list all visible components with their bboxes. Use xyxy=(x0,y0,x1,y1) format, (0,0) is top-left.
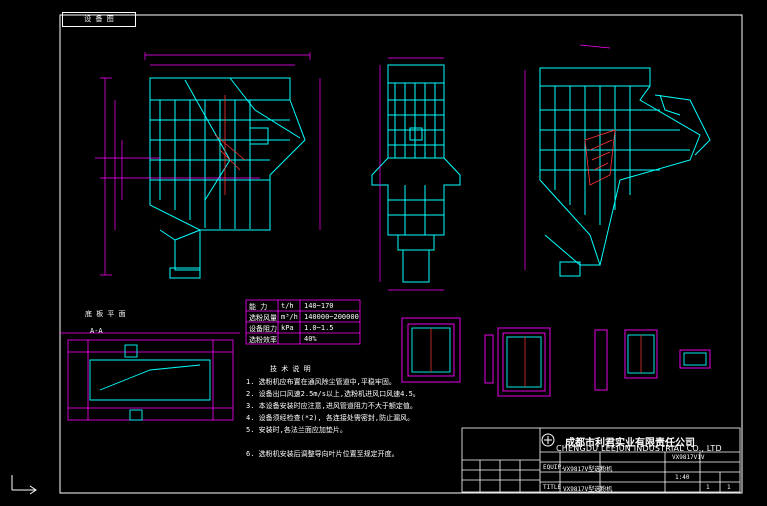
spec-name: 选粉风量 xyxy=(249,314,277,322)
side-view xyxy=(371,64,461,283)
title-value: VX9817V型选粉机 xyxy=(563,486,613,493)
company-logo xyxy=(541,433,555,447)
front-view xyxy=(149,77,306,279)
iso-view-hatch xyxy=(584,129,616,186)
spec-name: 设备阻力 xyxy=(249,325,277,333)
spec-name: 能 力 xyxy=(249,303,268,311)
spec-value: 1.0~1.5 xyxy=(304,324,334,332)
detail-views xyxy=(401,317,711,397)
title-block-grid xyxy=(461,427,741,493)
equip-value: VX9817V型选粉机 xyxy=(563,466,613,473)
spec-unit: kPa xyxy=(281,324,294,332)
ucs-icon xyxy=(11,475,37,495)
spec-table-grid xyxy=(245,299,361,345)
drawing-tag-box: 设 备 图 xyxy=(62,12,136,27)
detail-views-red xyxy=(430,328,642,387)
spec-value: 140000~200000 xyxy=(304,313,359,321)
spec-unit: t/h xyxy=(281,302,294,310)
section-aa-inner xyxy=(89,344,211,421)
sheet-border xyxy=(59,14,743,494)
front-view-red-axis xyxy=(214,95,246,195)
note-line: 6. 选粉机安装后调整导向叶片位置至规定开度。 xyxy=(246,450,399,458)
section-subtitle: 底 板 平 面 xyxy=(85,310,126,318)
notes-title: 技 术 说 明 xyxy=(270,365,311,373)
note-line: 5. 安装时,各法兰面应加垫片。 xyxy=(246,426,347,434)
front-view-dims xyxy=(95,52,321,276)
spec-value: 40% xyxy=(304,335,317,343)
sheet-total: 1 xyxy=(727,484,731,491)
iso-view-dims xyxy=(524,44,611,270)
equip-label: EQUIP. xyxy=(543,464,565,471)
spec-unit: m³/h xyxy=(281,313,298,321)
drawing-number: VX9817V1V xyxy=(672,454,705,461)
sheet-number: 1 xyxy=(706,484,710,491)
scale-value: 1:40 xyxy=(675,474,690,481)
section-label: A-A xyxy=(90,327,103,335)
detail-views-cyan xyxy=(411,327,707,388)
side-view-dims xyxy=(379,57,444,291)
company-name-cn: 成都市利君实业有限责任公司 xyxy=(565,438,695,449)
note-line: 2. 设备出口风速2.5m/s以上,选粉机进风口风速4.5。 xyxy=(246,390,420,398)
title-label: TITLE xyxy=(543,484,562,491)
note-line: 4. 设备须经检查(*2), 各连接处需密封,防止漏风。 xyxy=(246,414,415,422)
note-line: 1. 选粉机应布置在通风除尘管道中,平稳牢固。 xyxy=(246,378,396,386)
note-line: 3. 本设备安装时应注意,进风管道阻力不大于额定值。 xyxy=(246,402,417,410)
spec-value: 140~170 xyxy=(304,302,334,310)
spec-name: 选粉效率 xyxy=(249,336,277,344)
section-aa xyxy=(60,332,240,421)
iso-view xyxy=(539,67,711,277)
company-name-en: CHENGDU LEEJUN INDUSTRIAL CO., LTD xyxy=(556,444,722,453)
